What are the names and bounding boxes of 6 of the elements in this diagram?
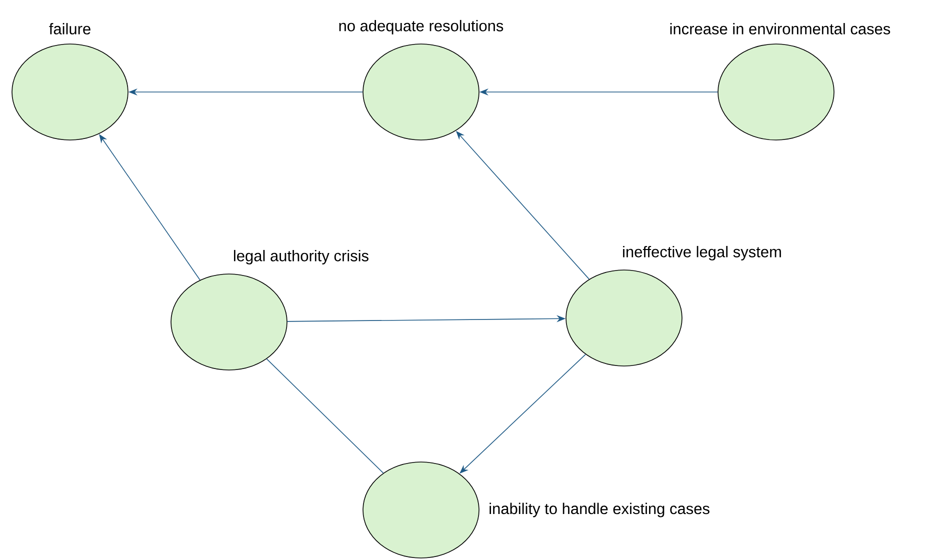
- node-label: legal authority crisis: [234, 250, 368, 264]
- node-label: ineffective legal system: [623, 246, 781, 260]
- node-label: increase in environmental cases: [670, 23, 890, 34]
- node-label: failure: [49, 23, 90, 34]
- node-label: inability to handle existing cases: [490, 502, 710, 518]
- node-label: no adequate resolutions: [339, 20, 504, 34]
